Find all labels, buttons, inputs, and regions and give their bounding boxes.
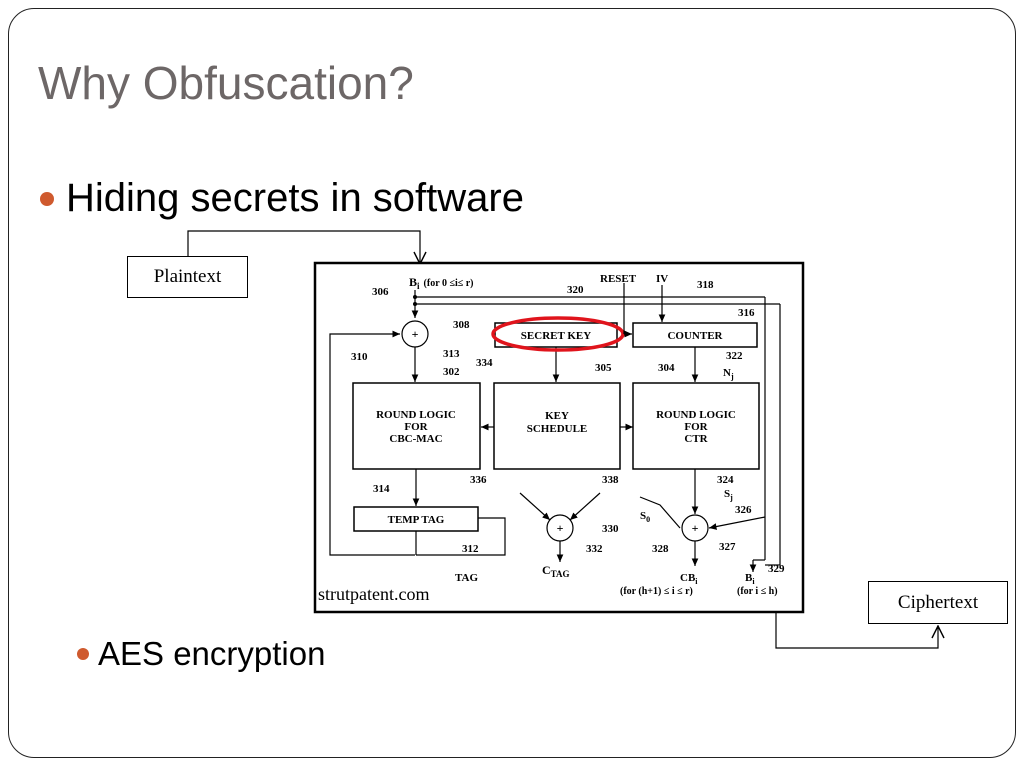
svg-text:306: 306 bbox=[372, 286, 389, 298]
round-logic-ctr-box bbox=[632, 382, 760, 470]
svg-text:334: 334 bbox=[476, 357, 493, 369]
svg-text:314: 314 bbox=[373, 483, 390, 495]
bullet-hiding-secrets: Hiding secrets in software bbox=[66, 176, 524, 220]
key-schedule-box bbox=[493, 382, 621, 470]
svg-text:(for (h+1) ≤ i ≤ r): (for (h+1) ≤ i ≤ r) bbox=[620, 586, 693, 597]
svg-text:SECRET KEY: SECRET KEY bbox=[521, 330, 591, 342]
temp-tag-box bbox=[353, 506, 479, 532]
svg-text:338: 338 bbox=[602, 474, 619, 486]
svg-text:FOR: FOR bbox=[404, 421, 428, 433]
svg-text:324: 324 bbox=[717, 474, 734, 486]
slide-frame bbox=[8, 8, 1016, 758]
svg-text:CBC-MAC: CBC-MAC bbox=[389, 433, 442, 445]
sub-bullet-dot bbox=[77, 648, 89, 660]
svg-text:TEMP TAG: TEMP TAG bbox=[388, 514, 445, 526]
svg-text:COUNTER: COUNTER bbox=[667, 330, 723, 342]
svg-text:+: + bbox=[692, 521, 699, 535]
svg-text:305: 305 bbox=[595, 362, 612, 374]
plaintext-label: Plaintext bbox=[127, 256, 248, 298]
bullet-dot bbox=[40, 192, 54, 206]
svg-text:330: 330 bbox=[602, 523, 619, 535]
svg-text:308: 308 bbox=[453, 319, 470, 331]
svg-text:ROUND LOGIC: ROUND LOGIC bbox=[656, 409, 736, 421]
svg-text:+: + bbox=[412, 327, 419, 341]
svg-text:CTR: CTR bbox=[684, 433, 708, 445]
svg-text:CBi: CBi bbox=[680, 572, 698, 586]
svg-text:Bi(for 0 ≤i≤ r): Bi(for 0 ≤i≤ r) bbox=[409, 275, 473, 291]
svg-text:+: + bbox=[557, 521, 564, 535]
svg-text:ROUND LOGIC: ROUND LOGIC bbox=[376, 409, 456, 421]
secret-key-highlight bbox=[491, 316, 625, 352]
svg-text:SCHEDULE: SCHEDULE bbox=[527, 423, 588, 435]
credit-strutpatent: strutpatent.com bbox=[318, 584, 429, 604]
svg-text:328: 328 bbox=[652, 543, 669, 555]
svg-text:318: 318 bbox=[697, 279, 714, 291]
svg-text:336: 336 bbox=[470, 474, 487, 486]
svg-text:TAG: TAG bbox=[455, 572, 478, 584]
svg-text:332: 332 bbox=[586, 543, 603, 555]
svg-text:312: 312 bbox=[462, 543, 479, 555]
svg-text:322: 322 bbox=[726, 350, 743, 362]
ciphertext-connector bbox=[775, 600, 938, 649]
round-logic-cbc-box bbox=[352, 382, 481, 470]
svg-text:KEY: KEY bbox=[545, 410, 569, 422]
slide-title: Why Obfuscation? bbox=[38, 57, 414, 109]
plaintext-connector bbox=[187, 230, 420, 264]
svg-text:326: 326 bbox=[735, 504, 752, 516]
svg-text:302: 302 bbox=[443, 366, 460, 378]
svg-text:327: 327 bbox=[719, 541, 736, 553]
svg-text:310: 310 bbox=[351, 351, 368, 363]
svg-text:313: 313 bbox=[443, 348, 460, 360]
svg-text:320: 320 bbox=[567, 284, 584, 296]
svg-text:FOR: FOR bbox=[684, 421, 708, 433]
svg-text:(for i ≤ h): (for i ≤ h) bbox=[737, 586, 778, 597]
svg-text:329: 329 bbox=[768, 563, 785, 575]
svg-text:Nj: Nj bbox=[723, 367, 734, 381]
svg-text:304: 304 bbox=[658, 362, 675, 374]
svg-text:CTAG: CTAG bbox=[542, 563, 570, 579]
svg-text:Bi: Bi bbox=[745, 572, 755, 586]
svg-text:Sj: Sj bbox=[724, 488, 733, 502]
svg-text:S0: S0 bbox=[640, 510, 650, 524]
svg-text:316: 316 bbox=[738, 307, 755, 319]
svg-text:RESET: RESET bbox=[600, 273, 637, 285]
svg-text:IV: IV bbox=[656, 273, 668, 285]
bullet-aes-encryption: AES encryption bbox=[98, 635, 326, 672]
ciphertext-label: Ciphertext bbox=[868, 581, 1008, 624]
